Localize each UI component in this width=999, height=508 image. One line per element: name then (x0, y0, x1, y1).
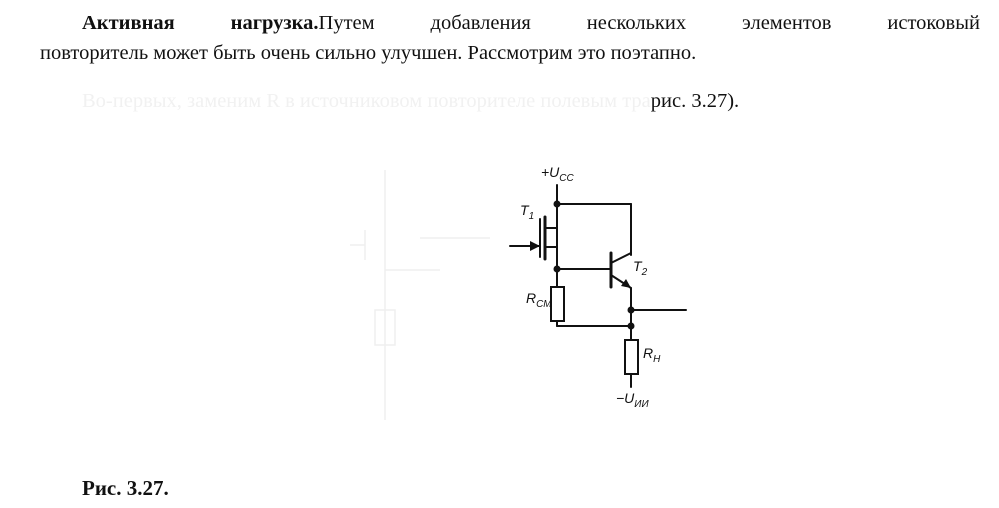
figure-reference-text: рис. 3.27). (650, 90, 740, 112)
bold-lead-term: Активная нагрузка. (82, 12, 319, 34)
faded-text: Во-первых, заменим R в источниковом повт… (82, 90, 651, 112)
paragraph-first-line: Активная нагрузка.Путем добавления неско… (40, 8, 980, 38)
junction-dot (627, 322, 635, 330)
r-n-label: RН (643, 345, 661, 365)
supply-negative-label: −UИИ (616, 390, 649, 410)
paragraph-line1-text: Путем добавления нескольких элементов ис… (318, 12, 980, 34)
body-paragraph: Активная нагрузка.Путем добавления неско… (40, 8, 980, 68)
junction-dot (553, 265, 561, 273)
r-cm-resistor (550, 286, 565, 322)
paragraph-line2-text: повторитель может быть очень сильно улуч… (40, 42, 697, 64)
supply-positive-label: +UCC (541, 164, 575, 184)
emitter-arrow-icon (621, 279, 631, 288)
t2-collector-lead (610, 252, 632, 264)
input-arrow-icon (530, 241, 540, 251)
faded-circuit-remnant (350, 170, 490, 420)
partially-visible-line: Во-первых, заменим R в источниковом повт… (82, 86, 982, 116)
junction-dot (627, 306, 635, 314)
t1-label: T1 (520, 202, 534, 222)
r-cm-label: RСМ (526, 290, 552, 310)
circuit-diagram: +UCC T1 T2 RСМ RН −UИИ (509, 164, 687, 410)
junction-dot (553, 200, 561, 208)
t2-label: T2 (633, 258, 648, 278)
figure-caption: Рис. 3.27. (82, 476, 169, 500)
r-n-resistor (624, 339, 639, 375)
